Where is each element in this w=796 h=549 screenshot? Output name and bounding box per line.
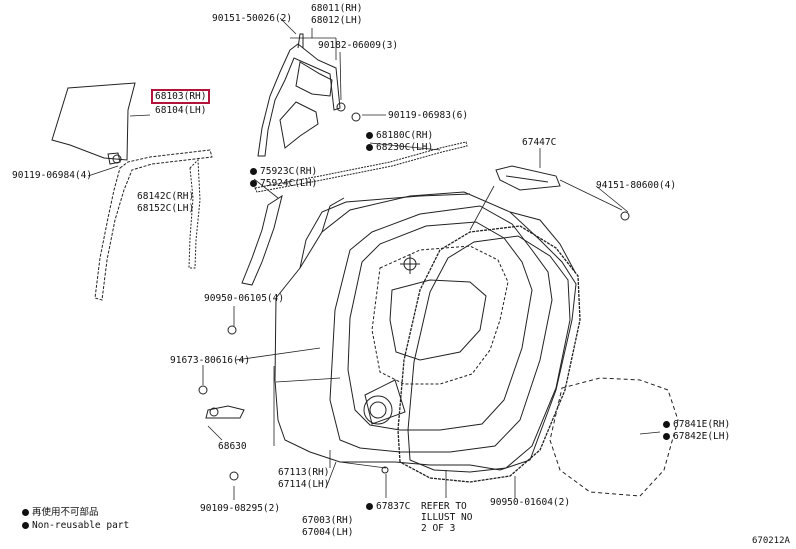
part-label-68012-lh[interactable]: 68012(LH): [311, 15, 363, 26]
non-reusable-dot-icon: [250, 167, 257, 175]
outer-weatherstrip: [254, 141, 468, 193]
part-label-90950-01604[interactable]: 90950-01604(2): [490, 497, 571, 508]
part-label-75924c-lh[interactable]: 75924C(LH): [250, 178, 317, 189]
door-panel: [274, 191, 577, 471]
service-hole-cover: [549, 377, 679, 497]
part-label-68103-rh[interactable]: 68103(RH): [151, 89, 211, 104]
door-weatherstrip: [397, 225, 581, 483]
part-label-68630[interactable]: 68630: [218, 441, 247, 452]
part-label-68011-rh[interactable]: 68011(RH): [311, 3, 363, 14]
non-reusable-dot-icon: [366, 131, 373, 139]
part-label-90119-06983[interactable]: 90119-06983(6): [388, 110, 469, 121]
highlighted-part-68103[interactable]: 68103(RH): [151, 89, 211, 104]
legend-row-jp: 再使用不可部品: [22, 506, 129, 519]
part-label-67842e-lh[interactable]: 67842E(LH): [663, 431, 730, 442]
part-label-90109-08295[interactable]: 90109-08295(2): [200, 503, 281, 514]
door-check: [205, 405, 245, 419]
part-label-67447c[interactable]: 67447C: [522, 137, 557, 148]
rear-glass-frame: [257, 43, 341, 157]
legend-row-en: Non-reusable part: [22, 519, 129, 532]
part-label-90950-06105[interactable]: 90950-06105(4): [204, 293, 285, 304]
part-label-68230c-lh[interactable]: 68230C(LH): [366, 142, 433, 153]
front-run-channel: [94, 149, 213, 301]
non-reusable-dot-icon: [663, 420, 670, 428]
part-label-90151-50026[interactable]: 90151-50026(2): [212, 13, 293, 24]
inner-belt-strip: [495, 165, 561, 191]
non-reusable-dot-icon: [22, 521, 29, 529]
part-label-68142c-rh[interactable]: 68142C(RH): [137, 191, 195, 202]
non-reusable-dot-icon: [366, 143, 373, 151]
part-label-94151-80600[interactable]: 94151-80600(4): [596, 180, 677, 191]
part-label-68152c-lh[interactable]: 68152C(LH): [137, 203, 195, 214]
part-label-75923c-rh[interactable]: 75923C(RH): [250, 166, 317, 177]
part-label-67841e-rh[interactable]: 67841E(RH): [663, 419, 730, 430]
legend: 再使用不可部品 Non-reusable part: [22, 506, 129, 532]
part-label-68180c-rh[interactable]: 68180C(RH): [366, 130, 433, 141]
part-label-67113-rh[interactable]: 67113(RH): [278, 467, 330, 478]
part-label-67114-lh[interactable]: 67114(LH): [278, 479, 330, 490]
belt-moulding: [241, 194, 283, 286]
non-reusable-dot-icon: [250, 179, 257, 187]
illustration-code: 670212A: [752, 536, 790, 546]
non-reusable-dot-icon: [366, 502, 373, 510]
part-label-67837c[interactable]: 67837C: [366, 501, 410, 512]
part-label-90182-06009[interactable]: 90182-06009(3): [318, 40, 399, 51]
part-label-67003-rh[interactable]: 67003(RH): [302, 515, 354, 526]
non-reusable-dot-icon: [22, 508, 29, 516]
part-label-90119-06984[interactable]: 90119-06984(4): [12, 170, 93, 181]
part-label-68104-lh[interactable]: 68104(LH): [155, 105, 207, 116]
part-label-67004-lh[interactable]: 67004(LH): [302, 527, 354, 538]
door-glass: [51, 82, 136, 161]
non-reusable-dot-icon: [663, 432, 670, 440]
part-label-91673-80616[interactable]: 91673-80616(4): [170, 355, 251, 366]
refer-illustration-note[interactable]: REFER TO ILLUST NO 2 OF 3: [421, 501, 473, 534]
